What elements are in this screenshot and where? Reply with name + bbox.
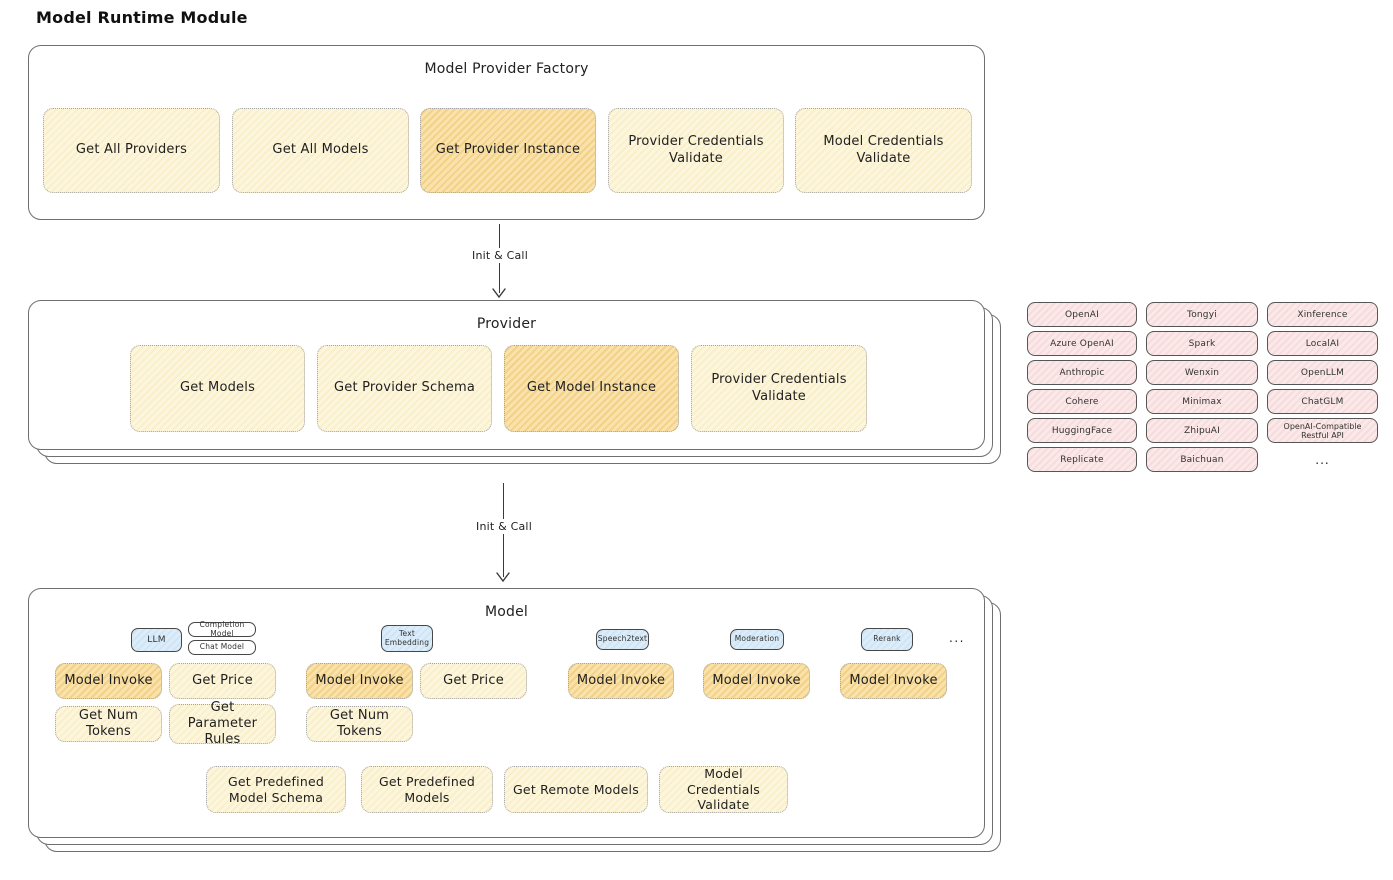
tag-chat-model: Chat Model: [188, 640, 256, 655]
provider-title: Provider: [476, 316, 537, 332]
provider-chip-tongyi: Tongyi: [1146, 302, 1258, 327]
provider-chip-chatglm: ChatGLM: [1267, 389, 1378, 414]
model-tags-more-dots: ...: [949, 631, 965, 645]
provider-chip-anthropic: Anthropic: [1027, 360, 1137, 385]
factory-model-credentials-validate: Model Credentials Validate: [795, 108, 972, 193]
text-embedding-get-num-tokens: Get Num Tokens: [306, 706, 413, 742]
model-get-predefined-models: Get Predefined Models: [361, 766, 493, 813]
model-box: Model LLM Completion Model Chat Model Te…: [28, 588, 985, 838]
provider-chip-replicate: Replicate: [1027, 447, 1137, 472]
arrow-provider-to-model: Init & Call: [470, 483, 538, 582]
provider-get-models: Get Models: [130, 345, 305, 432]
provider-chip-minimax: Minimax: [1146, 389, 1258, 414]
provider-chip-cohere: Cohere: [1027, 389, 1137, 414]
model-get-remote-models: Get Remote Models: [504, 766, 648, 813]
moderation-model-invoke: Model Invoke: [703, 663, 810, 699]
tag-llm: LLM: [131, 628, 182, 652]
rerank-model-invoke: Model Invoke: [840, 663, 947, 699]
llm-get-price: Get Price: [169, 663, 276, 699]
arrowhead-icon: [496, 572, 511, 582]
provider-list: OpenAI Tongyi Xinference Azure OpenAI Sp…: [1027, 302, 1378, 472]
llm-model-invoke: Model Invoke: [55, 663, 162, 699]
text-embedding-model-invoke: Model Invoke: [306, 663, 413, 699]
factory-get-provider-instance: Get Provider Instance: [420, 108, 596, 193]
provider-get-model-instance: Get Model Instance: [504, 345, 679, 432]
provider-chip-zhipuai: ZhipuAI: [1146, 418, 1258, 443]
provider-get-provider-schema: Get Provider Schema: [317, 345, 492, 432]
provider-chip-localai: LocalAI: [1267, 331, 1378, 356]
tag-speech2text: Speech2text: [596, 629, 649, 650]
tag-completion-model: Completion Model: [188, 620, 256, 637]
llm-get-num-tokens: Get Num Tokens: [55, 706, 162, 742]
tag-moderation: Moderation: [730, 629, 784, 650]
provider-chip-openllm: OpenLLM: [1267, 360, 1378, 385]
speech2text-model-invoke: Model Invoke: [568, 663, 674, 699]
tag-text-embedding: Text Embedding: [381, 625, 433, 652]
arrow-init-call-label-1: Init & Call: [466, 248, 534, 263]
arrow-factory-to-provider: Init & Call: [466, 224, 534, 298]
model-title: Model: [484, 604, 529, 620]
provider-chip-wenxin: Wenxin: [1146, 360, 1258, 385]
factory-title: Model Provider Factory: [424, 61, 589, 77]
tag-rerank: Rerank: [861, 628, 913, 651]
factory-get-all-providers: Get All Providers: [43, 108, 220, 193]
provider-provider-credentials-validate: Provider Credentials Validate: [691, 345, 867, 432]
provider-chip-huggingface: HuggingFace: [1027, 418, 1137, 443]
provider-chip-spark: Spark: [1146, 331, 1258, 356]
factory-provider-credentials-validate: Provider Credentials Validate: [608, 108, 784, 193]
provider-list-more-dots: ...: [1315, 452, 1330, 467]
provider-chip-openai-compatible: OpenAI-Compatible Restful API: [1267, 418, 1378, 443]
page-title: Model Runtime Module: [36, 8, 248, 27]
llm-get-parameter-rules: Get Parameter Rules: [169, 700, 276, 747]
model-get-predefined-model-schema: Get Predefined Model Schema: [206, 766, 346, 813]
provider-chip-azure-openai: Azure OpenAI: [1027, 331, 1137, 356]
provider-chip-openai: OpenAI: [1027, 302, 1137, 327]
model-model-credentials-validate: Model Credentials Validate: [659, 766, 788, 813]
text-embedding-get-price: Get Price: [420, 663, 527, 699]
factory-get-all-models: Get All Models: [232, 108, 409, 193]
arrow-init-call-label-2: Init & Call: [470, 519, 538, 534]
provider-chip-xinference: Xinference: [1267, 302, 1378, 327]
arrowhead-icon: [492, 288, 507, 298]
provider-chip-baichuan: Baichuan: [1146, 447, 1258, 472]
